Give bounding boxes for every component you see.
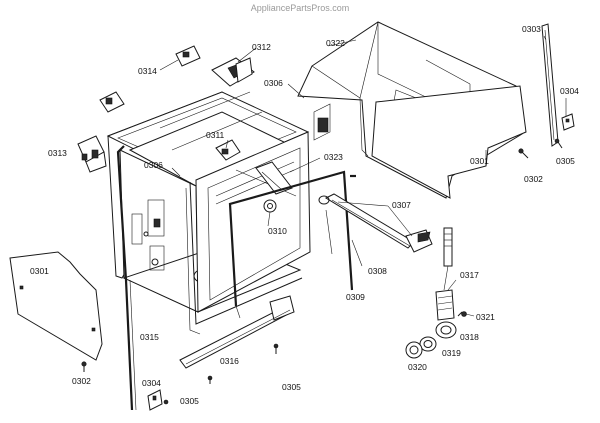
label-0305-right: 0305 [556,156,575,166]
label-0318: 0318 [460,332,479,342]
label-0317: 0317 [460,270,479,280]
bracket-0304-right [561,113,575,131]
bottom-rail-0316 [179,295,295,369]
screw-0305-right [554,138,563,149]
bracket-0314 [99,45,201,113]
label-0308: 0308 [368,266,387,276]
label-0323: 0323 [324,152,343,162]
bracket-0313 [77,135,107,173]
tub-body [106,91,311,335]
left-trim-0315 [116,145,137,411]
label-0305-bottom-right: 0305 [282,382,301,392]
side-panel-0301-left [9,251,103,361]
screw-0305-right-bottom [273,343,279,354]
label-0306-top: 0306 [264,78,283,88]
label-0304-bottom: 0304 [142,378,161,388]
label-0310: 0310 [268,226,287,236]
label-0312: 0312 [252,42,271,52]
label-0309: 0309 [346,292,365,302]
side-panel-0301-right [371,85,527,199]
spray-arm-assembly [318,193,433,253]
label-0311: 0311 [206,130,225,140]
label-0305-bottom-left: 0305 [180,396,199,406]
label-0315: 0315 [140,332,159,342]
label-0321: 0321 [476,312,495,322]
hose-assembly-0317 [435,227,455,321]
label-0302-right: 0302 [524,174,543,184]
label-0319: 0319 [442,348,461,358]
screw-0302-right [518,148,529,159]
part-labels: 0322 0303 0304 0305 0302 0301 0312 0314 … [30,24,579,406]
label-0306-left: 0306 [144,160,163,170]
bracket-0304-bottom [147,389,163,411]
label-0316: 0316 [220,356,239,366]
screw-0302-left [81,361,87,372]
label-0322: 0322 [326,38,345,48]
label-0301-left: 0301 [30,266,49,276]
watermark-text: AppliancePartsPros.com [251,3,350,13]
label-0313: 0313 [48,148,67,158]
label-0301-right: 0301 [470,156,489,166]
leader-lines [159,35,567,317]
fitting-0318 [435,321,457,339]
bracket-0312 [211,57,255,87]
side-trim-strip-0303 [541,23,559,147]
label-0302-left: 0302 [72,376,91,386]
screw-0305-bottom-left [163,399,169,405]
label-0307: 0307 [392,200,411,210]
door-gasket-0309 [228,170,356,319]
label-0320: 0320 [408,362,427,372]
label-0314: 0314 [138,66,157,76]
cap-0320 [405,341,423,359]
screw-0305-mid [207,375,213,384]
label-0303: 0303 [522,24,541,34]
clip-0321 [457,311,467,317]
label-0304-right: 0304 [560,86,579,96]
